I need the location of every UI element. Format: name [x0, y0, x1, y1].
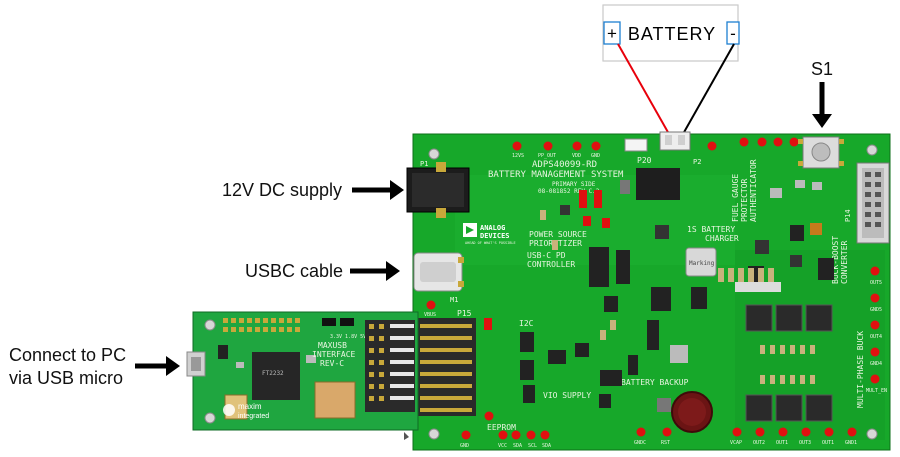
silkscreen-label: GND [591, 153, 600, 159]
arrow-usbc [350, 261, 400, 281]
silkscreen-label: CONTROLLER [527, 260, 575, 269]
p2-label: P2 [693, 158, 701, 166]
silkscreen-label: OUT5 [870, 280, 882, 286]
silkscreen-label: DEVICES [480, 232, 510, 240]
silkscreen-label: VCAP [730, 440, 742, 446]
silkscreen-label: VIO SUPPLY [543, 391, 591, 400]
analog-devices-logo: ANALOG DEVICES AHEAD OF WHAT'S POSSIBLE [463, 223, 516, 245]
silkscreen-label: CHARGER [705, 234, 739, 243]
usbc-connector [413, 252, 464, 292]
main-board-components: Marking [416, 168, 834, 433]
silkscreen-label: BUCK-BOOST [831, 236, 840, 284]
battery-minus: - [730, 24, 736, 43]
p14-connector [856, 162, 890, 244]
silkscreen-label: integrated [238, 413, 269, 420]
top-test-points [512, 137, 799, 151]
silkscreen-label: EEPROM [487, 423, 516, 432]
silkscreen-label: M1 [450, 296, 458, 304]
connect-pc-label-line2: via USB micro [9, 368, 124, 388]
silkscreen-label: FUEL GAUGE [731, 174, 740, 222]
silkscreen-label: OUT1 [776, 440, 788, 446]
silkscreen-label: MULT_EN [866, 388, 887, 394]
s1-label: S1 [811, 59, 834, 79]
silkscreen-label: RST [661, 440, 670, 446]
cursor-mark [404, 432, 409, 440]
silkscreen-label: OUT2 [753, 440, 765, 446]
usbc-cable-label: USBC cable [245, 261, 344, 281]
silkscreen-label: 3.3V 1.8V 5V [330, 334, 366, 340]
silkscreen-label: P15 [457, 309, 472, 318]
battery-negative-wire [682, 43, 735, 135]
dc-jack [406, 162, 470, 218]
silkscreen-label: PROTECTOR [740, 178, 749, 222]
arrow-pc [135, 356, 180, 376]
silkscreen-label: INTERFACE [312, 350, 356, 359]
silkscreen-label: MULTI-PHASE BUCK [856, 331, 865, 408]
silkscreen-label: SDA [513, 443, 522, 449]
silkscreen-label: CONVERTER [840, 240, 849, 284]
dc-supply-label: 12V DC supply [222, 180, 343, 200]
silkscreen-label: OUT1 [822, 440, 834, 446]
main-board: 12VS PP_OUT VDD GND P2 [406, 131, 891, 451]
maxusb-interface-board: 3.3V 1.8V 5V FT2232 maxim integrated MAX… [186, 311, 419, 431]
silkscreen-label: GND5 [870, 307, 882, 313]
silkscreen-label: Marking [689, 260, 715, 267]
silkscreen-label: VBUS [424, 312, 436, 318]
silkscreen-label: 12VS [512, 153, 524, 159]
silkscreen-label: OUT3 [799, 440, 811, 446]
silkscreen-label: P14 [844, 209, 852, 222]
silkscreen-label: PP_OUT [538, 153, 556, 159]
silkscreen-label: 1S BATTERY [687, 225, 735, 234]
bottom-test-points [461, 427, 857, 440]
silkscreen-label: I2C [519, 319, 534, 328]
silkscreen-label: GND [460, 443, 469, 449]
silkscreen-label: MAXUSB [318, 341, 347, 350]
silkscreen-label: USB-C PD [527, 251, 566, 260]
silkscreen-label: AHEAD OF WHAT'S POSSIBLE [465, 241, 516, 245]
battery-label: BATTERY [628, 24, 716, 44]
silkscreen-label: SCL [528, 443, 537, 449]
silkscreen-label: VCC [498, 443, 507, 449]
silkscreen-label: OUT4 [870, 334, 882, 340]
silkscreen-label: REV-C [320, 359, 344, 368]
silkscreen-label: 08-081852 REV C.2 [538, 188, 600, 195]
silkscreen-label: BATTERY BACKUP [621, 378, 689, 387]
s1-pushbutton [798, 136, 844, 169]
arrow-s1 [812, 82, 832, 128]
silkscreen-label: ADPS40099-RD [532, 160, 597, 170]
arrow-dc-supply [352, 180, 404, 200]
battery: + - BATTERY [602, 4, 740, 62]
silkscreen-label: AUTHENTICATOR [749, 159, 758, 222]
silkscreen-label: P20 [637, 156, 652, 165]
silkscreen-label: P1 [420, 160, 428, 168]
silkscreen-label: POWER SOURCE [529, 230, 587, 239]
silkscreen-label: SDA [542, 443, 551, 449]
silkscreen-label: ANALOG [480, 224, 505, 232]
silkscreen-label: PRIMARY SIDE [552, 181, 596, 188]
silkscreen-label: GND4 [870, 361, 882, 367]
connect-pc-label-line1: Connect to PC [9, 345, 127, 365]
right-test-points [870, 266, 880, 384]
silkscreen-label: VDD [572, 153, 581, 159]
silkscreen-label: FT2232 [262, 370, 284, 377]
silkscreen-label: GNDC [634, 440, 646, 446]
silkscreen-label: BATTERY MANAGEMENT SYSTEM [488, 170, 624, 180]
battery-plus: + [607, 24, 617, 43]
silkscreen-label: maxim [238, 402, 262, 411]
silkscreen-label: GND1 [845, 440, 857, 446]
battery-positive-wire [617, 43, 670, 135]
